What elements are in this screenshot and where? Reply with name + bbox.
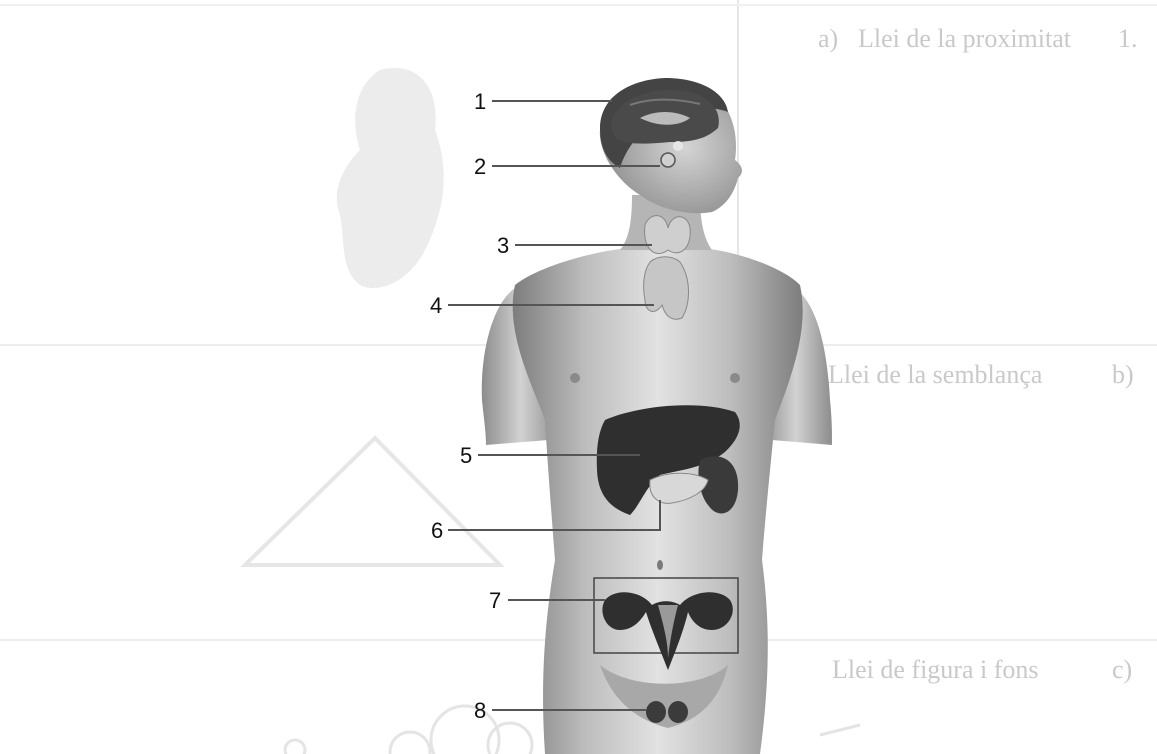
callout-1: 1 <box>474 89 486 114</box>
pineal-area <box>673 141 683 151</box>
pituitary-gland <box>661 153 675 167</box>
label-b-letter: b) <box>1112 360 1134 389</box>
callout-6: 6 <box>431 518 443 543</box>
label-a-tail: 1. <box>1118 24 1138 53</box>
label-b-text: Llei de la semblança <box>828 360 1043 389</box>
label-a-letter: a) <box>818 24 838 53</box>
callout-7: 7 <box>489 588 501 613</box>
label-a-text: Llei de la proximitat <box>858 24 1072 53</box>
thymus-gland <box>644 257 689 319</box>
label-c-text: Llei de figura i fons <box>832 655 1039 684</box>
callout-5: 5 <box>460 443 472 468</box>
label-c-letter: c) <box>1112 655 1132 684</box>
callout-4: 4 <box>430 293 442 318</box>
callout-2: 2 <box>474 154 486 179</box>
callout-8: 8 <box>474 698 486 723</box>
callout-3: 3 <box>497 233 509 258</box>
